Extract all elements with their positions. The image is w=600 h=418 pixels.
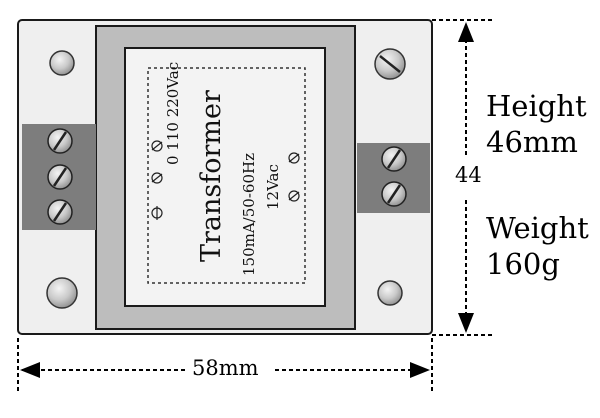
transformer-rating: 150mA/50-60Hz bbox=[240, 153, 258, 276]
terminal-symbol-icon bbox=[151, 172, 163, 184]
height-spec: Height 46mm bbox=[486, 88, 587, 160]
terminal-symbol-icon bbox=[288, 190, 300, 202]
terminal-symbol-icon bbox=[151, 206, 163, 220]
mounting-hole-icon bbox=[46, 277, 78, 309]
weight-value: 160g bbox=[486, 247, 560, 281]
width-dimension-label: 58mm bbox=[188, 358, 263, 379]
weight-title: Weight bbox=[486, 211, 589, 245]
depth-dimension-label: 44 bbox=[455, 163, 482, 187]
terminal-symbol-icon bbox=[288, 152, 300, 164]
transformer-title: Transformer bbox=[196, 90, 227, 262]
input-terminal-screw-icon bbox=[47, 128, 73, 154]
output-terminal-screw-icon bbox=[381, 146, 407, 172]
input-voltage-label: 0 110 220Vac bbox=[164, 61, 182, 165]
mounting-screw-icon bbox=[374, 48, 406, 80]
output-voltage-label: 12Vac bbox=[264, 164, 282, 210]
mounting-hole-icon bbox=[377, 280, 403, 306]
mounting-hole-icon bbox=[49, 50, 75, 76]
input-terminal-screw-icon bbox=[47, 199, 73, 225]
label-area bbox=[147, 67, 306, 284]
height-title: Height bbox=[486, 89, 587, 123]
weight-spec: Weight 160g bbox=[486, 210, 589, 282]
terminal-symbol-icon bbox=[151, 140, 163, 152]
output-terminal-screw-icon bbox=[381, 181, 407, 207]
height-value: 46mm bbox=[486, 125, 578, 159]
input-terminal-screw-icon bbox=[47, 164, 73, 190]
